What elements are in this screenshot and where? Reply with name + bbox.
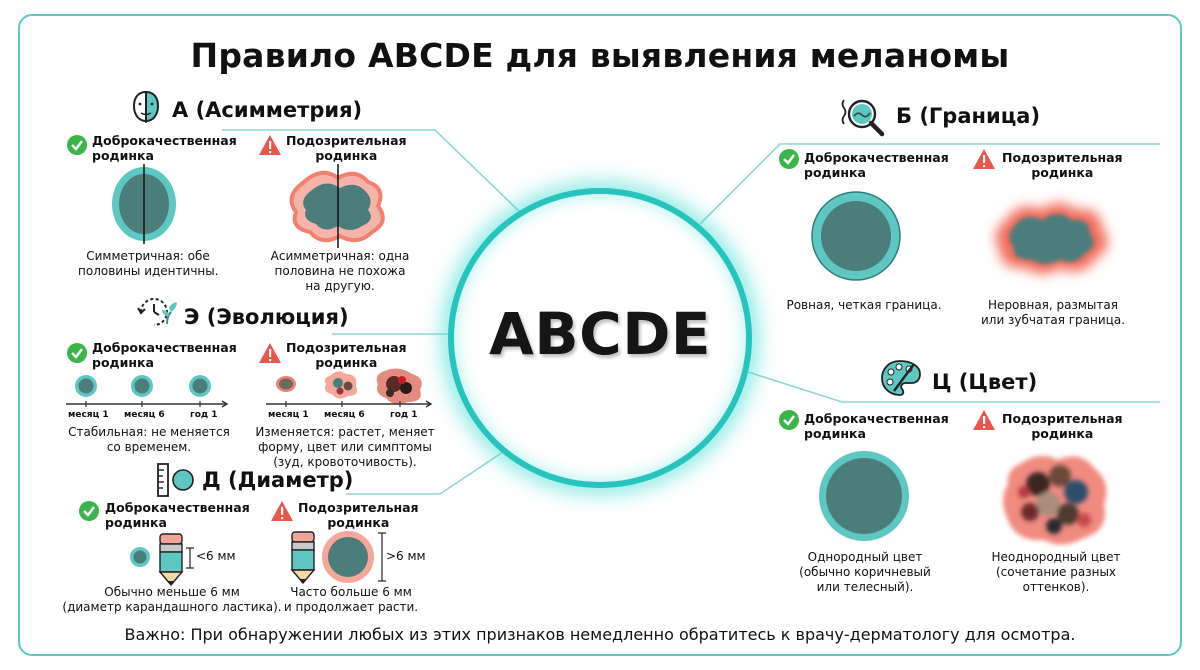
ruler-icon: [157, 463, 194, 497]
warning-icon: [271, 501, 293, 521]
symmetric-mole: [112, 164, 176, 244]
timeline-label: месяц 6: [324, 410, 365, 420]
benign-diameter-illustration: [130, 533, 194, 586]
check-icon: [79, 501, 99, 521]
uniform-color-mole: [819, 451, 909, 541]
evolution-title: Э (Эволюция): [184, 305, 349, 329]
warning-icon: [259, 135, 281, 155]
timeline-label: год 1: [390, 410, 418, 420]
magnifier-icon: [841, 99, 885, 137]
multicolor-mole: [1003, 455, 1107, 545]
border-title: Б (Граница): [896, 104, 1041, 128]
timeline-label: год 1: [190, 410, 218, 420]
check-icon: [67, 343, 87, 363]
border-benign-caption: Ровная, четкая граница.: [786, 298, 942, 312]
abcde-hub-circle: [448, 188, 752, 488]
pencil-icon: [290, 531, 316, 585]
warning-icon: [259, 343, 281, 363]
diameter-title: Д (Диаметр): [202, 468, 354, 492]
timeline-label: месяц 1: [68, 410, 109, 420]
suspicious-size-label: >6 мм: [386, 549, 426, 563]
timeline-label: месяц 6: [124, 410, 165, 420]
diameter-benign-caption: Обычно меньше 6 мм(диаметр карандашного …: [62, 585, 282, 614]
color-title: Ц (Цвет): [932, 370, 1038, 394]
face-half-icon: [132, 90, 160, 123]
abcde-center-label: ABCDE: [489, 300, 711, 368]
frame-border: [18, 14, 1182, 656]
benign-evolution-timeline: [66, 375, 229, 408]
irregular-border-mole: [995, 203, 1108, 274]
pencil-icon: [158, 533, 184, 586]
check-icon: [67, 135, 87, 155]
smooth-border-mole: [811, 191, 901, 281]
evolution-clock-icon: [137, 298, 177, 326]
page-title: Правило ABCDE для выявления меланомы: [190, 36, 1010, 75]
asymmetry-title: А (Асимметрия): [172, 98, 363, 122]
suspicious-diameter-illustration: [290, 531, 386, 585]
footer-note: Важно: При обнаружении любых из этих при…: [124, 625, 1076, 644]
asymmetric-mole: [289, 164, 385, 248]
suspicious-evolution-timeline: [266, 368, 433, 408]
warning-icon: [973, 149, 995, 169]
check-icon: [779, 410, 799, 430]
timeline-label: месяц 1: [268, 410, 309, 420]
palette-icon: [881, 360, 921, 396]
benign-size-label: <6 мм: [196, 549, 236, 563]
check-icon: [779, 149, 799, 169]
warning-icon: [973, 410, 995, 430]
